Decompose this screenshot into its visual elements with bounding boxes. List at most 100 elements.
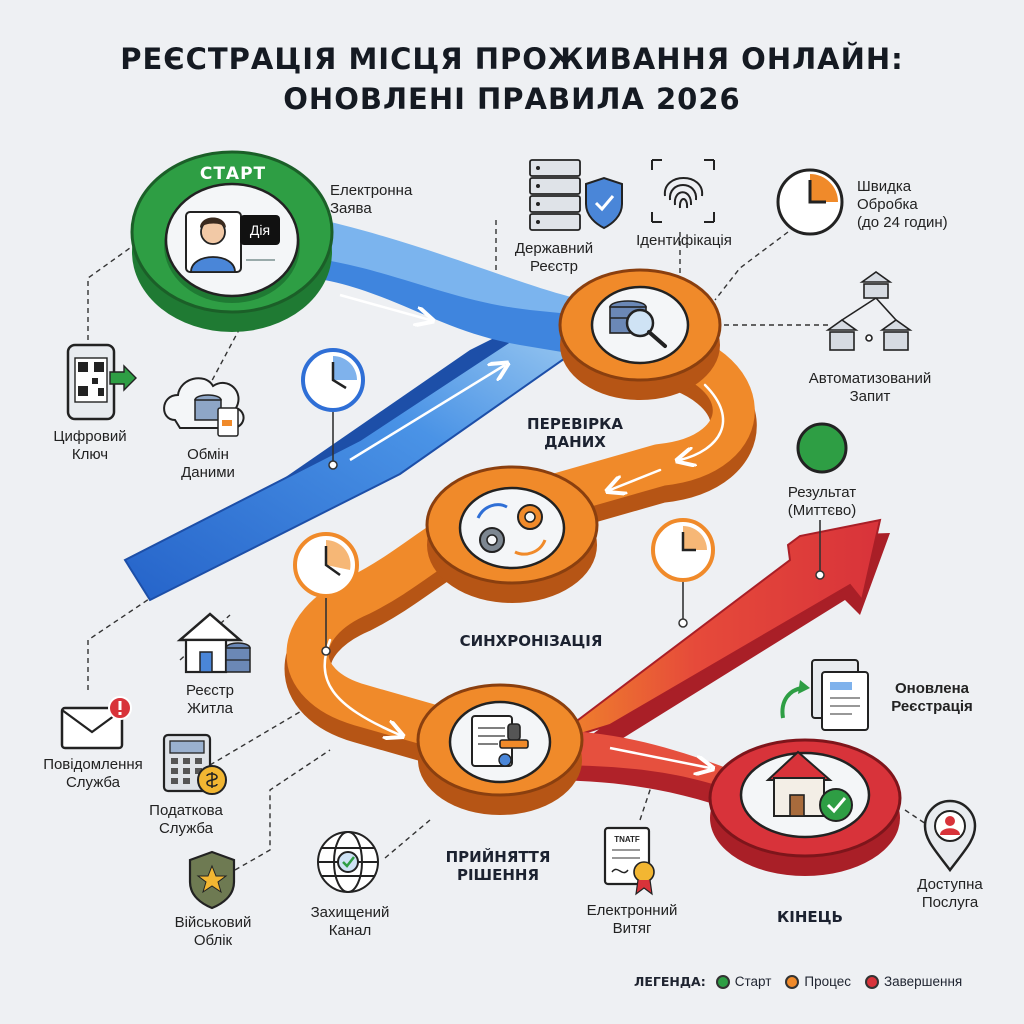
verify-node <box>558 268 722 400</box>
legend: ЛЕГЕНДА: Старт Процес Завершення <box>634 974 970 989</box>
label-line: Ключ <box>71 446 109 463</box>
secure-channel-label: Захищений Канал <box>298 904 402 940</box>
stage-sync-label: СИНХРОНІЗАЦІЯ <box>446 632 616 650</box>
start-to-verify-band <box>285 215 590 355</box>
label-line: РІШЕННЯ <box>456 866 539 884</box>
label-line: (до 24 годин) <box>857 214 948 231</box>
sync-node <box>425 465 599 603</box>
label-line: Військовий <box>174 914 252 931</box>
legend-dot-orange-icon <box>785 974 800 989</box>
electronic-extract-label: Електронний Витяг <box>574 902 690 938</box>
green-circle-icon <box>796 422 848 474</box>
label-line: Служба <box>158 820 214 837</box>
house-check-icon <box>765 750 853 822</box>
label-line: Автоматизований <box>808 370 932 387</box>
result-pin <box>815 520 825 580</box>
legend-dot-red-icon <box>864 974 879 989</box>
clock-icon <box>776 168 844 236</box>
start-node-label: Електронна Заява <box>330 182 412 218</box>
label-line: Швидка <box>857 178 912 195</box>
stage-verify-label: ПЕРЕВІРКА ДАНИХ <box>515 415 635 451</box>
label-line: Витяг <box>612 920 652 937</box>
label-line: Даними <box>181 464 235 481</box>
page-title-line2: ОНОВЛЕНІ ПРАВИЛА 2026 <box>283 82 741 116</box>
updated-registration-label: Оновлена Реєстрація <box>872 680 992 716</box>
label-line: (Миттєво) <box>787 502 857 519</box>
label-line: Житла <box>187 700 233 717</box>
label-line: Реєстр <box>529 258 579 275</box>
military-registry-label: Військовий Облік <box>158 914 268 950</box>
legend-title: ЛЕГЕНДА: <box>634 974 706 989</box>
cloud-database-icon <box>163 377 245 437</box>
label-line: Обмін <box>187 446 229 463</box>
label-line: Реєстрація <box>891 698 973 715</box>
documents-icon <box>780 659 869 731</box>
calculator-coin-icon <box>162 733 227 795</box>
label-line: ПРИЙНЯТТЯ <box>445 848 551 866</box>
label-line: ПЕРЕВІРКА <box>527 415 623 433</box>
result-label: Результат (Миттєво) <box>772 484 872 520</box>
legend-item-start: Старт <box>715 974 771 989</box>
location-pin-icon <box>923 799 977 873</box>
state-registry-label: Державний Реєстр <box>502 240 606 276</box>
label-line: Державний <box>514 240 594 257</box>
decision-node <box>416 683 584 815</box>
auto-request-label: Автоматизований Запит <box>795 370 945 406</box>
legend-item-process: Процес <box>785 974 851 989</box>
label-line: Захищений <box>310 904 390 921</box>
label-line: СИНХРОНІЗАЦІЯ <box>459 632 603 650</box>
fast-processing-label: Швидка Обробка (до 24 годин) <box>857 178 948 232</box>
label-line: Запит <box>849 388 891 405</box>
decision-to-end-band <box>540 730 745 815</box>
gears-sync-icon <box>476 503 547 556</box>
red-rising-arrow <box>544 518 890 762</box>
stage-decision-label: ПРИЙНЯТТЯ РІШЕННЯ <box>438 848 558 884</box>
label-line: Податкова <box>149 802 223 819</box>
user-avatar-icon <box>185 211 242 273</box>
server-shield-icon <box>529 159 623 231</box>
label-line: Облік <box>193 932 233 949</box>
label-line: Оновлена <box>895 680 969 697</box>
housing-registry-label: Реєстр Житла <box>160 682 260 718</box>
envelope-alert-icon <box>60 696 132 750</box>
clock-pin-blue <box>301 348 365 470</box>
label-line: Ідентифікація <box>636 232 732 249</box>
phone-qr-icon <box>66 343 137 421</box>
tax-service-label: Податкова Служба <box>136 802 236 838</box>
label-line: КІНЕЦЬ <box>777 908 843 926</box>
legend-label: Завершення <box>883 974 963 989</box>
label-line: Служба <box>65 774 121 791</box>
house-database-icon <box>176 612 251 674</box>
globe-check-icon <box>317 831 379 893</box>
start-node <box>130 150 334 332</box>
extract-doc-text: TNATF <box>614 835 640 844</box>
label-line: Доступна <box>917 876 983 893</box>
label-line: Результат <box>787 484 857 501</box>
label-line: Канал <box>328 922 372 939</box>
label-line: Реєстр <box>185 682 235 699</box>
label-line: Послуга <box>921 894 979 911</box>
digital-key-label: Цифровий Ключ <box>40 428 140 464</box>
label-line: Електронна <box>330 182 413 199</box>
label-line: ДАНИХ <box>544 433 606 451</box>
page-title-line1: РЕЄСТРАЦІЯ МІСЦЯ ПРОЖИВАННЯ ОНЛАЙН: <box>120 42 904 76</box>
diia-app-label: Дія <box>240 215 280 245</box>
institutions-icon <box>825 271 913 351</box>
legend-dot-green-icon <box>715 974 730 989</box>
data-exchange-label: Обмін Даними <box>158 446 258 482</box>
label-line: Повідомлення <box>43 756 143 773</box>
database-search-icon <box>609 300 667 348</box>
certificate-icon <box>603 826 655 896</box>
shield-star-icon <box>188 850 236 910</box>
available-service-label: Доступна Послуга <box>900 876 1000 912</box>
fingerprint-icon <box>651 159 715 223</box>
label-line: Електронний <box>586 902 678 919</box>
start-badge: СТАРТ <box>199 164 267 184</box>
label-line: Обробка <box>857 196 918 213</box>
legend-item-finish: Завершення <box>864 974 963 989</box>
label-line: Цифровий <box>53 428 127 445</box>
identification-label: Ідентифікація <box>622 232 746 250</box>
end-node <box>708 738 902 876</box>
document-stamp-icon <box>471 715 529 767</box>
